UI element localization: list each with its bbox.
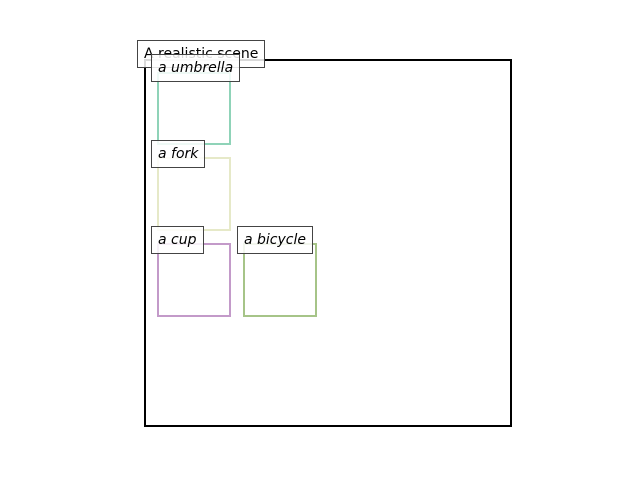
umbrella-box <box>157 72 231 145</box>
fork-label: a fork <box>151 140 206 168</box>
fork-box <box>157 157 231 231</box>
cup-label: a cup <box>151 226 204 254</box>
cup-box <box>157 243 231 317</box>
bicycle-box <box>243 243 317 317</box>
scene-frame <box>144 59 512 427</box>
bicycle-label: a bicycle <box>237 226 313 254</box>
umbrella-label: a umbrella <box>151 54 241 82</box>
